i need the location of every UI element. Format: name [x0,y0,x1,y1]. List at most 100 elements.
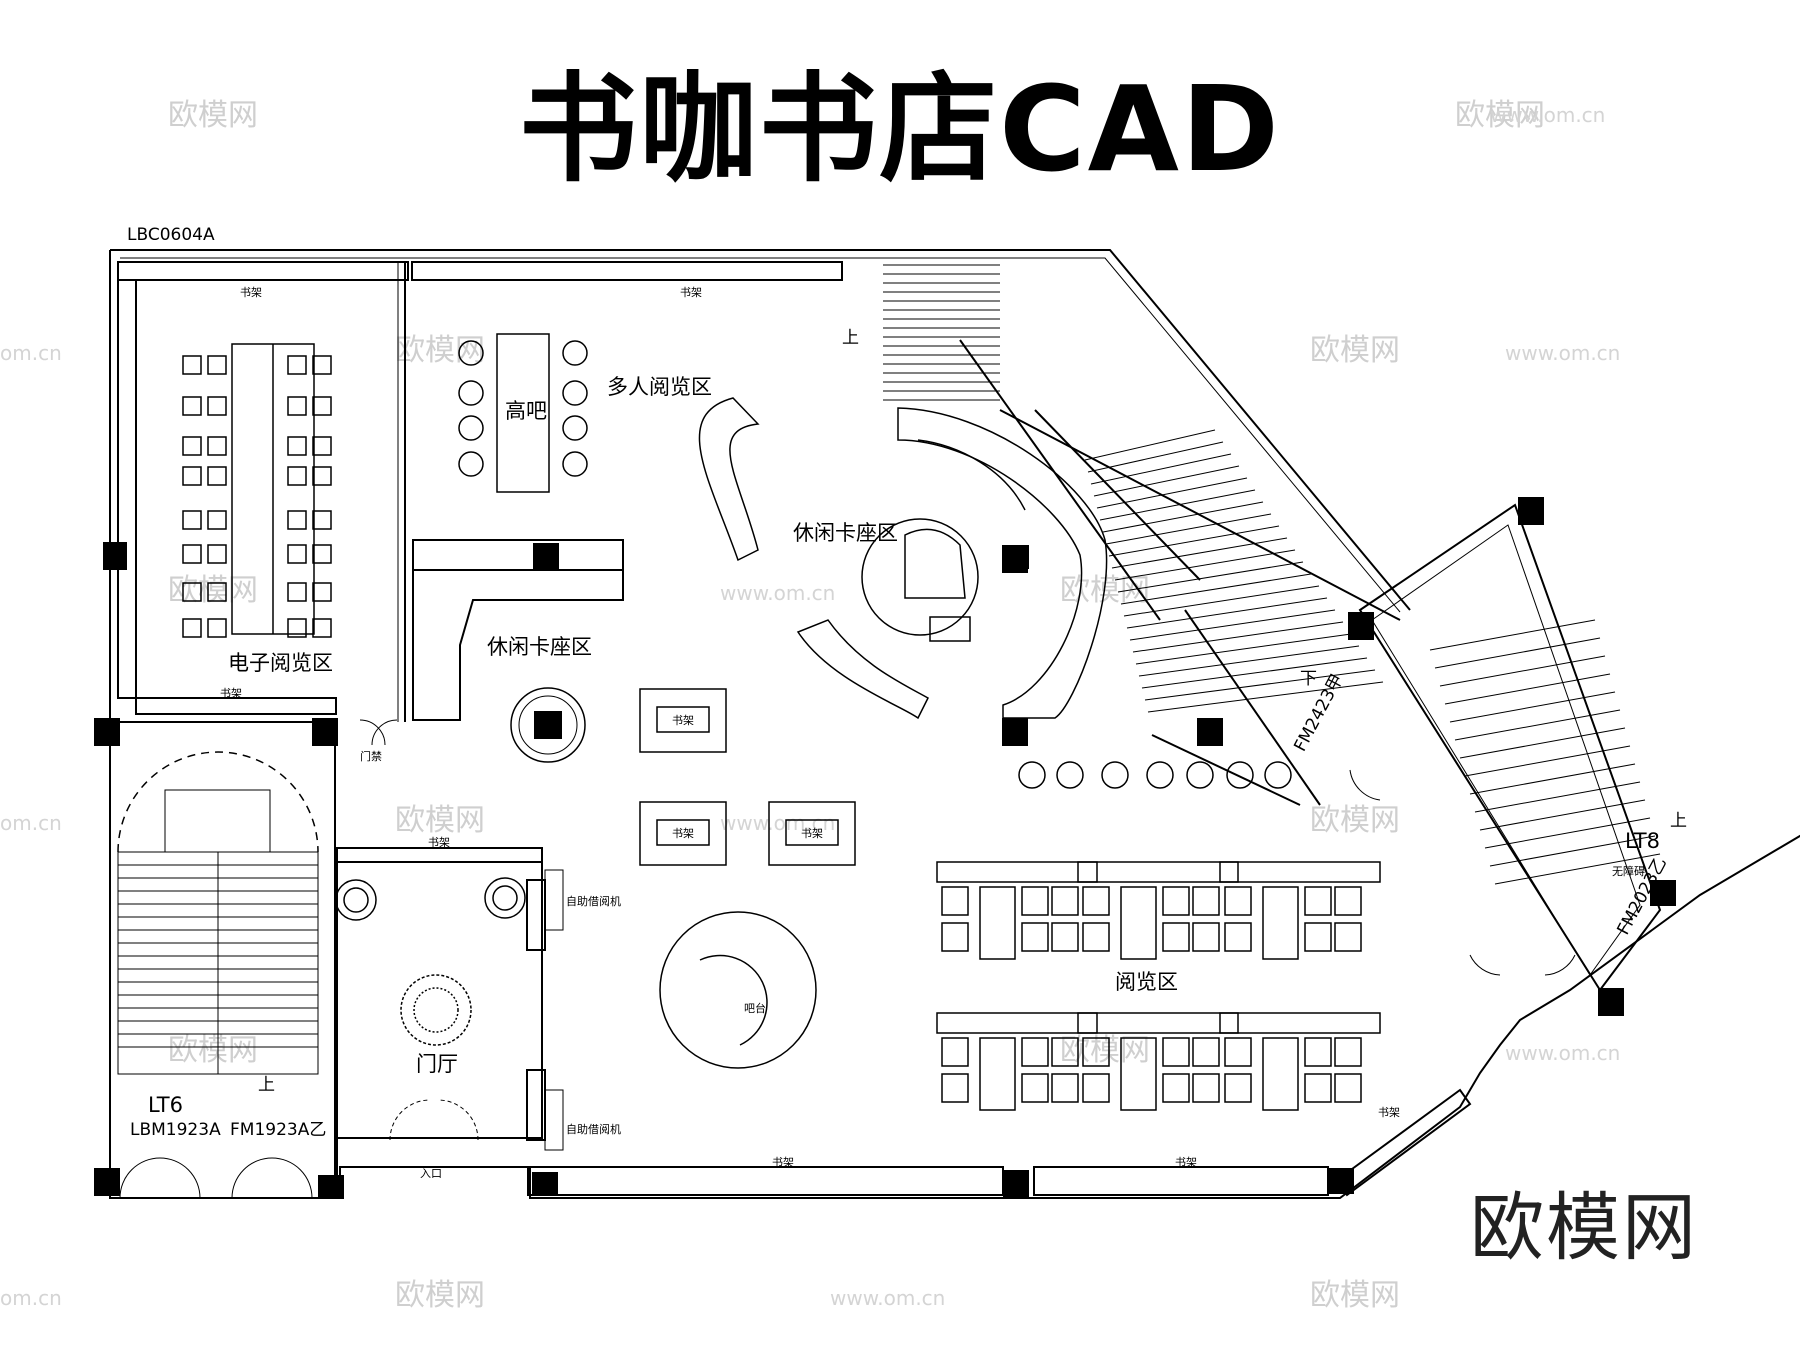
leisure-booth-label-2: 休闲卡座区 [487,635,592,659]
chair [312,436,332,456]
chair [182,396,202,416]
reading-table [1120,1037,1157,1111]
bookshelf-label: 书架 [680,286,702,299]
bookshelf-label: 书架 [220,687,242,700]
chair [287,582,307,602]
self-borrow-label: 自助借阅机 [566,894,621,908]
stair-tread [1117,561,1304,593]
barrier-free-label: 无障碍 [1612,864,1645,878]
bookshelf-label: 书架 [240,286,262,299]
watermark-layer: 欧模网欧模网欧模网欧模网欧模网欧模网欧模网欧模网欧模网欧模网欧模网欧模网www.… [0,98,1620,1313]
lbm1923a-label: LBM1923A [130,1120,221,1140]
chair [1051,1037,1079,1067]
e-reading-desks [231,343,315,635]
stool [458,415,484,441]
watermark-brand: 欧模网 [1310,803,1400,838]
stair-tread [1459,727,1626,759]
fm2423-label: FM2423甲 [1290,671,1347,755]
chair [1304,1073,1332,1103]
chair [1051,922,1079,952]
table-top [936,1012,1098,1034]
stair-tread [1138,645,1360,677]
chair [312,396,332,416]
chair [287,544,307,564]
watermark-url: www.om.cn [720,581,835,605]
chair [182,544,202,564]
stair-up-lt8: 上 [1670,811,1687,831]
chair [1192,886,1220,916]
chair [1021,886,1049,916]
chair [1192,1073,1220,1103]
high-bar-label: 高吧 [505,399,547,423]
reading-area-label: 阅览区 [1115,970,1178,994]
stool [458,451,484,477]
stair-tread [1141,657,1368,689]
stair-tread [1489,835,1656,867]
chair [312,510,332,530]
bar-stool [1101,761,1129,789]
watermark-brand: 欧模网 [395,1278,485,1313]
stair-tread [1111,537,1288,569]
table-top [1219,1012,1381,1034]
stool [562,380,588,406]
chair [1192,922,1220,952]
reading-table [979,1037,1016,1111]
stair-tread [1108,525,1280,557]
chair [1051,886,1079,916]
chair [207,544,227,564]
watermark-brand: 欧模网 [168,1033,258,1068]
chair [941,886,969,916]
watermark-url: www.om.cn [830,1286,945,1310]
shelf-unit-label: 书架 [672,827,694,840]
bar-counter-label: 吧台 [744,1001,766,1015]
stair-up-label: 上 [842,328,859,348]
chair [1334,1073,1362,1103]
reading-table [1262,886,1299,960]
chair [1334,1037,1362,1067]
chair [1334,922,1362,952]
chair [207,355,227,375]
chair [1082,922,1110,952]
chair [287,355,307,375]
access-control-label: 门禁 [360,749,382,763]
stair-tread [1093,465,1240,497]
drawing-title: 书咖书店CAD [519,60,1281,198]
high-bar-table [496,333,550,493]
chair [1021,1073,1049,1103]
watermark-url: www.om.cn [1505,1041,1620,1065]
stair-tread [1123,585,1320,617]
chair [287,436,307,456]
stair-tread [1099,489,1256,521]
stair-tread [1444,673,1611,705]
chair [1224,886,1252,916]
chair [1021,1037,1049,1067]
stair-tread [1439,655,1606,687]
bookshelf-label: 书架 [772,1156,794,1169]
chair [207,396,227,416]
chair [1082,1073,1110,1103]
chair [1304,922,1332,952]
chair [182,436,202,456]
watermark-brand: 欧模网 [1310,333,1400,368]
chair [1021,922,1049,952]
watermark-brand: 欧模网 [1310,1278,1400,1313]
stool [458,380,484,406]
chair [312,618,332,638]
chair [1304,886,1332,916]
watermark-url: www.om.cn [720,811,835,835]
leisure-booth-label: 休闲卡座区 [793,521,898,545]
stair-tread [1114,549,1296,581]
stool [562,340,588,366]
watermark-brand: 欧模网 [395,803,485,838]
stair-tread [1484,817,1651,849]
watermark-brand: 欧模网 [168,573,258,608]
chair [207,582,227,602]
chair [1082,1037,1110,1067]
watermark-brand: 欧模网 [395,333,485,368]
columns [94,497,1676,1199]
chair [1051,1073,1079,1103]
chair [1224,922,1252,952]
stair-tread [1126,597,1328,629]
bookshelf-label: 书架 [428,836,450,849]
stair-tread [1135,633,1352,665]
